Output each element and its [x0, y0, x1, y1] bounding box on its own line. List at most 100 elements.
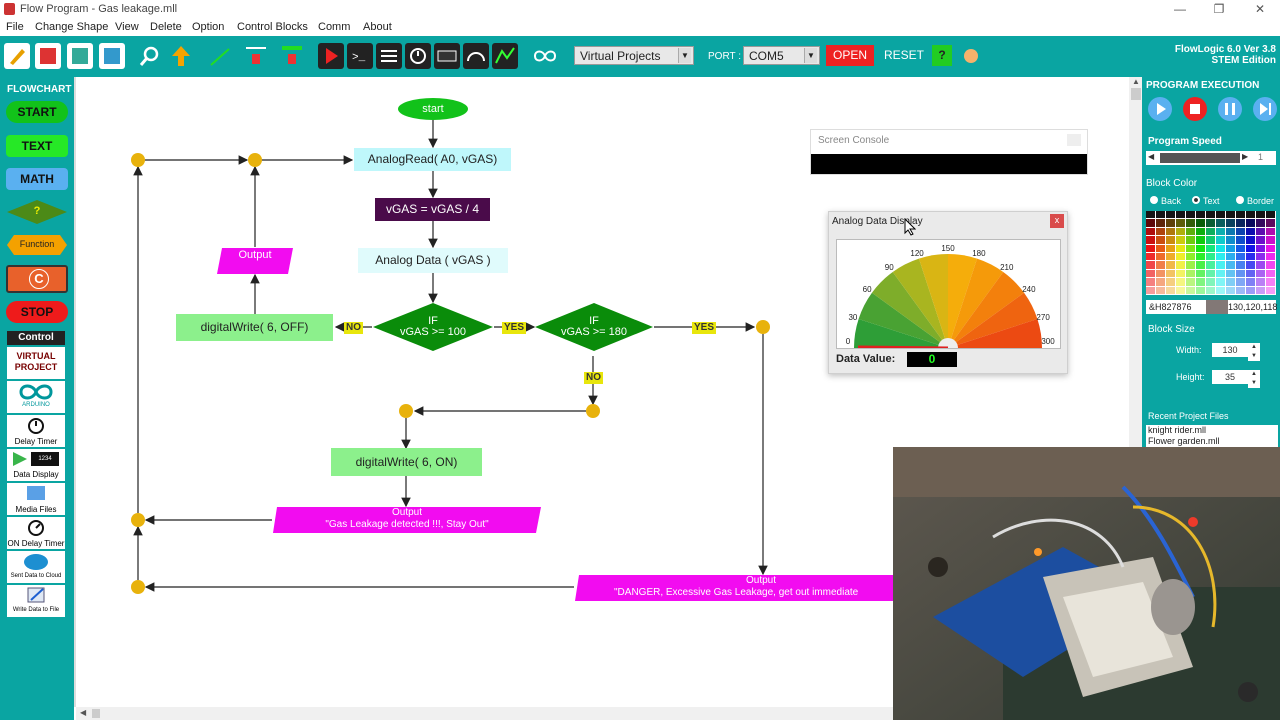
palette-swatch[interactable] [1216, 278, 1225, 286]
palette-swatch[interactable] [1196, 227, 1205, 236]
palette-swatch[interactable] [1176, 269, 1185, 278]
math-block-button[interactable]: MATH [6, 168, 68, 190]
run-icon[interactable] [318, 43, 344, 69]
palette-swatch[interactable] [1246, 269, 1255, 278]
delay-timer-tool[interactable]: Delay Timer [7, 415, 65, 447]
palette-swatch[interactable] [1166, 236, 1175, 244]
palette-swatch[interactable] [1256, 269, 1265, 278]
palette-swatch[interactable] [1196, 261, 1205, 269]
save-as-icon[interactable] [99, 43, 125, 69]
graph-icon[interactable] [492, 43, 518, 69]
palette-swatch[interactable] [1236, 219, 1245, 227]
palette-swatch[interactable] [1246, 261, 1255, 269]
delete-line-icon[interactable] [243, 43, 269, 69]
palette-swatch[interactable] [1246, 286, 1255, 294]
open-file-icon[interactable] [35, 43, 61, 69]
project-select[interactable]: Virtual Projects▼ [574, 46, 694, 65]
menu-option[interactable]: Option [192, 21, 225, 33]
digital-write-off-block[interactable]: digitalWrite( 6, OFF) [176, 314, 333, 341]
palette-swatch[interactable] [1206, 261, 1215, 269]
play-button[interactable] [1148, 97, 1172, 121]
palette-swatch[interactable] [1146, 261, 1155, 269]
palette-swatch[interactable] [1216, 253, 1225, 261]
menu-change-shape[interactable]: Change Shape [35, 21, 109, 33]
palette-swatch[interactable] [1146, 286, 1155, 294]
palette-swatch[interactable] [1266, 286, 1275, 294]
palette-swatch[interactable] [1176, 244, 1185, 252]
palette-swatch[interactable] [1236, 211, 1245, 219]
palette-swatch[interactable] [1246, 236, 1255, 244]
chevron-left-icon[interactable]: ◀ [1148, 152, 1155, 161]
palette-swatch[interactable] [1146, 244, 1155, 252]
menu-control-blocks[interactable]: Control Blocks [237, 21, 308, 33]
search-icon[interactable] [137, 43, 163, 69]
palette-swatch[interactable] [1186, 211, 1195, 219]
port-select[interactable]: COM5▼ [743, 46, 820, 65]
palette-swatch[interactable] [1196, 278, 1205, 286]
text-block-button[interactable]: TEXT [6, 135, 68, 157]
palette-swatch[interactable] [1246, 219, 1255, 227]
palette-swatch[interactable] [1146, 253, 1155, 261]
palette-swatch[interactable] [1256, 278, 1265, 286]
palette-swatch[interactable] [1186, 269, 1195, 278]
palette-swatch[interactable] [1156, 278, 1165, 286]
menu-file[interactable]: File [6, 21, 24, 33]
start-block[interactable]: start [398, 98, 468, 120]
terminal-icon[interactable]: >_ [347, 43, 373, 69]
palette-swatch[interactable] [1266, 211, 1275, 219]
junction-dot[interactable] [399, 404, 413, 418]
palette-swatch[interactable] [1156, 269, 1165, 278]
palette-swatch[interactable] [1156, 253, 1165, 261]
palette-swatch[interactable] [1206, 244, 1215, 252]
save-file-icon[interactable] [67, 43, 93, 69]
screen-console[interactable]: Screen Console [810, 129, 1088, 175]
palette-swatch[interactable] [1246, 278, 1255, 286]
palette-swatch[interactable] [1226, 244, 1235, 252]
palette-swatch[interactable] [1176, 227, 1185, 236]
arduino-tool[interactable]: ARDUINO [7, 381, 65, 413]
palette-swatch[interactable] [1186, 227, 1195, 236]
output-leakage-block[interactable]: Output "Gas Leakage detected !!!, Stay O… [272, 506, 542, 534]
palette-swatch[interactable] [1256, 211, 1265, 219]
menu-comm[interactable]: Comm [318, 21, 351, 33]
palette-swatch[interactable] [1246, 253, 1255, 261]
palette-swatch[interactable] [1256, 227, 1265, 236]
radio-text[interactable]: Text [1192, 196, 1220, 206]
pause-button[interactable] [1218, 97, 1242, 121]
gauge-icon[interactable] [463, 43, 489, 69]
palette-swatch[interactable] [1166, 269, 1175, 278]
palette-swatch[interactable] [1176, 261, 1185, 269]
list-icon[interactable] [376, 43, 402, 69]
palette-swatch[interactable] [1206, 219, 1215, 227]
palette-swatch[interactable] [1196, 269, 1205, 278]
palette-swatch[interactable] [1146, 227, 1155, 236]
palette-swatch[interactable] [1226, 278, 1235, 286]
palette-swatch[interactable] [1246, 227, 1255, 236]
radio-border-circle[interactable] [1236, 196, 1244, 204]
radio-back[interactable]: Back [1150, 196, 1181, 206]
junction-dot[interactable] [131, 153, 145, 167]
palette-swatch[interactable] [1176, 253, 1185, 261]
analog-data-display-close[interactable]: x [1050, 214, 1064, 228]
palette-swatch[interactable] [1166, 227, 1175, 236]
palette-swatch[interactable] [1236, 269, 1245, 278]
palette-swatch[interactable] [1266, 219, 1275, 227]
recent-file-item[interactable]: Flower garden.mll [1148, 436, 1220, 446]
close-button[interactable]: ✕ [1254, 2, 1266, 16]
palette-swatch[interactable] [1176, 211, 1185, 219]
palette-swatch[interactable] [1266, 244, 1275, 252]
palette-swatch[interactable] [1246, 211, 1255, 219]
palette-swatch[interactable] [1196, 236, 1205, 244]
color-palette[interactable] [1146, 211, 1276, 295]
palette-swatch[interactable] [1186, 236, 1195, 244]
reset-button[interactable]: RESET [883, 48, 924, 62]
palette-swatch[interactable] [1176, 286, 1185, 294]
junction-dot[interactable] [131, 580, 145, 594]
palette-swatch[interactable] [1166, 219, 1175, 227]
recent-file-item[interactable]: knight rider.mll [1148, 425, 1207, 435]
palette-swatch[interactable] [1206, 278, 1215, 286]
digital-write-on-block[interactable]: digitalWrite( 6, ON) [331, 448, 482, 476]
line-tool-icon[interactable] [207, 43, 233, 69]
palette-swatch[interactable] [1256, 244, 1265, 252]
height-stepper[interactable]: ▲▼ [1248, 370, 1260, 388]
